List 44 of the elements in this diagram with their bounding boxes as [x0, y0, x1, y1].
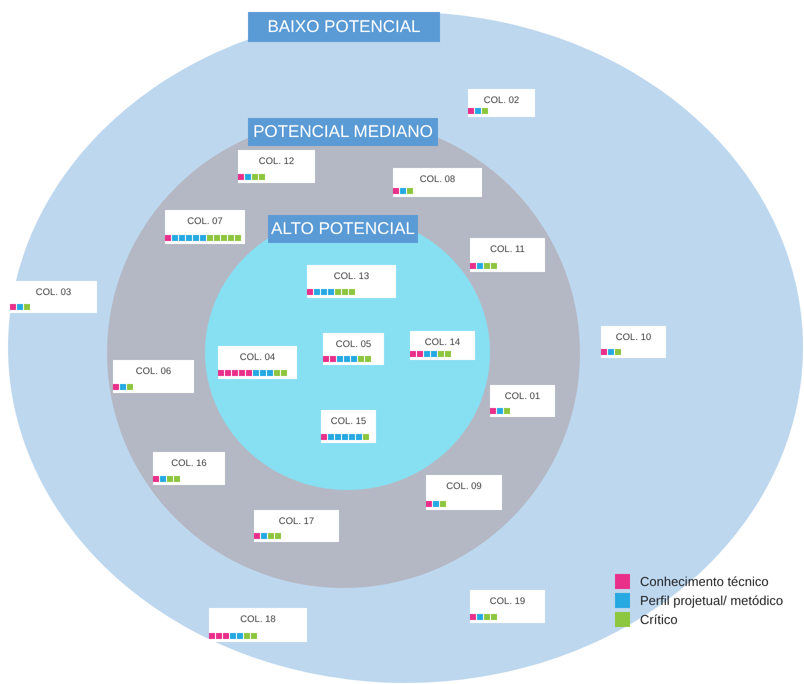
card-label: COL. 14 — [424, 337, 462, 348]
card-label: COL. 10 — [614, 332, 652, 343]
person-card — [321, 410, 376, 443]
person-card — [238, 150, 315, 183]
person-card — [165, 210, 245, 244]
person-card — [153, 452, 225, 485]
card-label: COL. 18 — [239, 614, 277, 625]
zone-title: ALTO POTENCIAL — [268, 215, 418, 243]
person-card — [426, 475, 502, 510]
card-label: COL. 03 — [34, 287, 72, 298]
card-label: COL. 12 — [258, 156, 296, 167]
card-label: COL. 01 — [504, 391, 542, 402]
card-label: COL. 11 — [489, 244, 526, 255]
legend-label: Crítico — [640, 612, 678, 627]
card-label: COL. 05 — [334, 339, 372, 350]
card-label: COL. 02 — [482, 95, 520, 106]
person-card — [209, 608, 307, 642]
zone-title: POTENCIAL MEDIANO — [248, 118, 438, 146]
person-card — [254, 510, 339, 542]
person-card — [410, 331, 475, 360]
person-card — [468, 89, 535, 117]
legend-label: Conhecimento técnico — [640, 574, 769, 589]
person-card — [218, 346, 297, 379]
card-label: COL. 13 — [332, 271, 370, 282]
card-label: COL. 17 — [278, 516, 316, 527]
card-label: COL. 09 — [445, 481, 483, 492]
person-card — [323, 333, 384, 365]
card-label: COL. 06 — [134, 366, 172, 377]
person-card — [601, 326, 666, 358]
card-label: COL. 07 — [186, 216, 224, 227]
person-card — [470, 238, 545, 272]
person-card — [470, 590, 545, 623]
card-label: COL. 16 — [170, 458, 208, 469]
legend-label: Perfil projetual/ metódico — [640, 593, 784, 608]
card-label: COL. 15 — [330, 416, 368, 427]
person-card — [490, 385, 555, 417]
person-card — [10, 281, 97, 313]
person-card — [307, 265, 396, 298]
zone-title: BAIXO POTENCIAL — [248, 12, 440, 42]
person-card — [113, 360, 194, 393]
card-label: COL. 04 — [238, 352, 276, 363]
person-card — [393, 168, 482, 197]
card-label: COL. 08 — [418, 174, 456, 185]
card-label: COL. 19 — [488, 596, 526, 607]
